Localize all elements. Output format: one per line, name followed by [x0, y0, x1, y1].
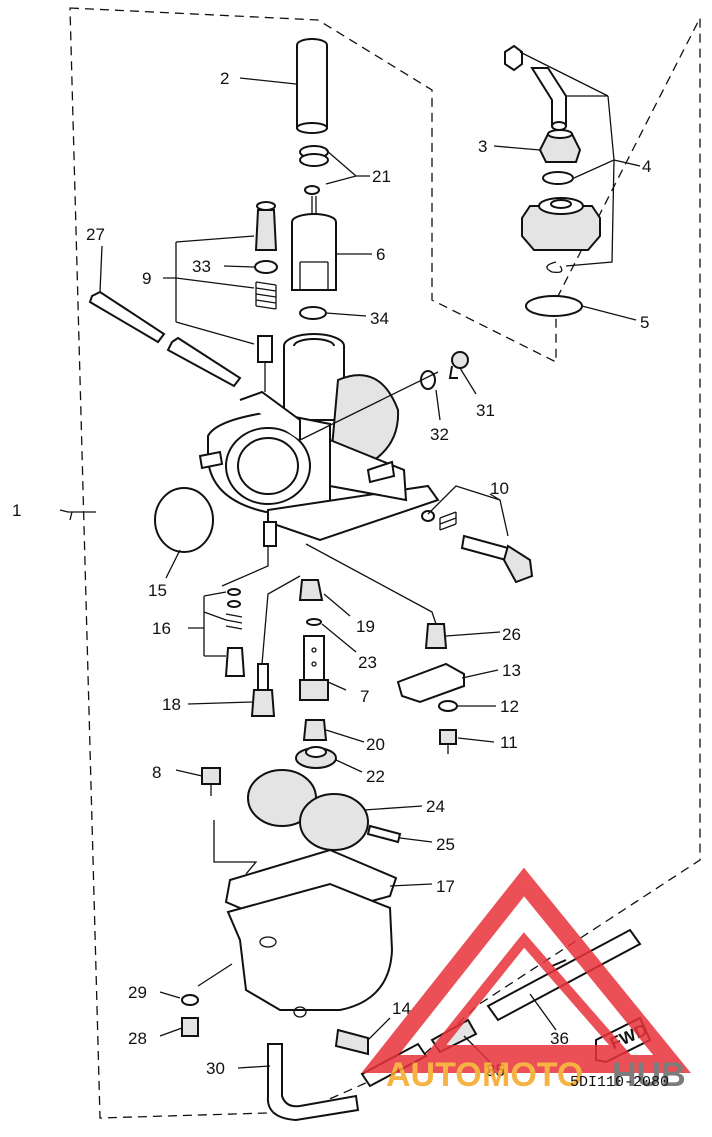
float-bowl [226, 882, 394, 1018]
label-8: 8 [152, 763, 161, 782]
label-26: 26 [502, 625, 521, 644]
label-36: 36 [550, 1029, 569, 1048]
part-9-needle [257, 335, 273, 392]
part-15-gasket [154, 487, 214, 553]
part-12-washer [438, 700, 458, 712]
part-4-clip [546, 261, 563, 274]
label-20: 20 [366, 735, 385, 754]
label-31: 31 [476, 401, 495, 420]
label-25: 25 [436, 835, 455, 854]
part-4-washer [542, 171, 574, 185]
part-3-cap [538, 129, 582, 163]
label-4: 4 [642, 157, 651, 176]
part-9-adjuster [254, 201, 278, 251]
label-18: 18 [162, 695, 181, 714]
label-5: 5 [640, 313, 649, 332]
part-36-vent-hose-b [551, 959, 567, 967]
part-22-holder [295, 746, 337, 769]
part-18-plunger [250, 663, 276, 717]
label-30: 30 [206, 1059, 225, 1078]
part-6-throttle-slide [291, 213, 337, 291]
leader-lines [59, 51, 641, 1069]
assembly-frame [69, 7, 701, 1119]
part-23-oring [306, 618, 322, 626]
watermark-text-auto: AUTO [386, 1056, 482, 1094]
label-3: 3 [478, 137, 487, 156]
watermark-text-hub: HUB [612, 1056, 686, 1094]
label-17: 17 [436, 877, 455, 896]
automotohub-watermark: AUTO MOTO HUB [361, 867, 691, 1094]
watermark-triangle-outer [361, 867, 691, 1073]
part-13-gasket [396, 662, 465, 704]
part-8-screw [201, 767, 221, 796]
label-2: 2 [220, 69, 229, 88]
part-14-drain-screw [334, 1028, 369, 1056]
part-31-screw [448, 351, 469, 379]
label-27: 27 [86, 225, 105, 244]
part-28-plug [181, 1017, 199, 1037]
label-11: 11 [500, 733, 518, 752]
part-11-screw [439, 729, 457, 754]
label-9: 9 [142, 269, 151, 288]
label-21: 21 [372, 167, 391, 186]
part-9-spring [255, 281, 277, 310]
label-24: 24 [426, 797, 445, 816]
part-34-washer [299, 306, 327, 320]
part-29-oring [181, 994, 199, 1006]
part-10-idle-screw [421, 510, 534, 584]
part-labels: 1 2 3 4 5 6 7 8 9 10 11 12 13 14 15 16 1… [12, 69, 651, 1080]
part-26-pilot-jet [424, 623, 448, 649]
diagram-code: 5DI110-2080 [570, 1074, 669, 1091]
label-15: 15 [148, 581, 167, 600]
part-24-floats [247, 769, 369, 851]
label-23: 23 [358, 653, 377, 672]
part-21-spring-clip [299, 145, 329, 218]
label-14: 14 [392, 999, 411, 1018]
part-4-cable-assembly [504, 44, 567, 131]
part-4-nut-ring [521, 197, 601, 251]
label-28: 28 [128, 1029, 147, 1048]
label-22: 22 [366, 767, 385, 786]
watermark-text-moto: MOTO [482, 1056, 583, 1094]
part-30-drain-hose [266, 1043, 360, 1122]
label-10: 10 [490, 479, 509, 498]
label-7: 7 [360, 687, 369, 706]
label-19: 19 [356, 617, 375, 636]
watermark-triangle-inner [425, 932, 631, 1055]
label-34: 34 [370, 309, 389, 328]
part-5-gasket [525, 295, 583, 317]
label-29: 29 [128, 983, 147, 1002]
label-33: 33 [192, 257, 211, 276]
part-33-oring [254, 260, 278, 274]
label-13: 13 [502, 661, 521, 680]
label-32: 32 [430, 425, 449, 444]
part-25-float-pin [366, 824, 402, 844]
label-1: 1 [12, 501, 21, 520]
part-2-throttle-tube [296, 38, 328, 134]
carburetor-body [198, 333, 440, 547]
label-16: 16 [152, 619, 171, 638]
part-20-main-jet [302, 719, 328, 741]
label-12: 12 [500, 697, 519, 716]
part-19-jet [298, 579, 324, 601]
label-6: 6 [376, 245, 385, 264]
part-7-main-nozzle [299, 635, 329, 701]
part-16-needle-set [224, 588, 246, 677]
part-27-vent-tube [88, 290, 242, 388]
